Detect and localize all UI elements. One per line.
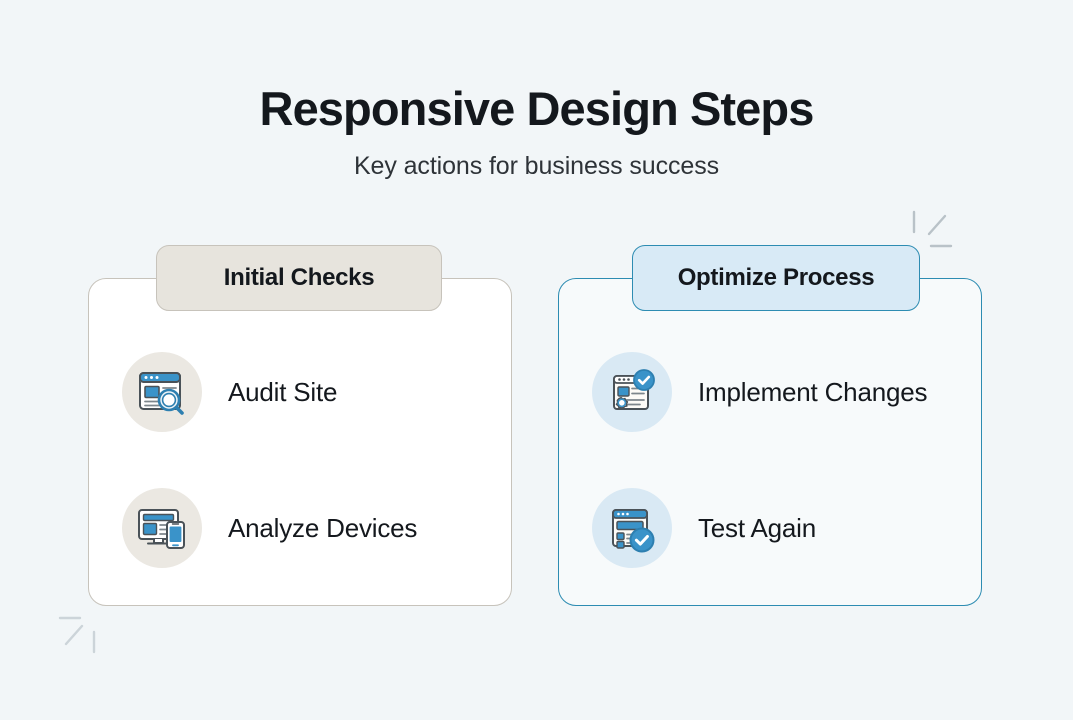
sparkle-top-right-icon xyxy=(903,208,955,261)
monitor-phone-icon xyxy=(122,488,202,568)
list-item-label: Test Again xyxy=(698,512,816,543)
page-title: Responsive Design Steps xyxy=(259,82,815,135)
header-block: Responsive Design Steps Key actions for … xyxy=(0,82,1073,181)
list-item[interactable]: Audit Site xyxy=(122,352,337,432)
card-header-optimize-process[interactable]: Optimize Process xyxy=(632,245,920,311)
list-item[interactable]: Analyze Devices xyxy=(122,488,417,568)
list-item-label: Analyze Devices xyxy=(228,512,418,543)
page-subtitle: Key actions for business success xyxy=(353,151,720,180)
document-check-gear-icon xyxy=(592,352,672,432)
card-header-initial-checks[interactable]: Initial Checks xyxy=(156,245,442,311)
form-checkmark-icon xyxy=(592,488,672,568)
list-item-label: Audit Site xyxy=(228,376,338,407)
list-item-label: Implement Changes xyxy=(698,376,928,407)
browser-magnifier-icon xyxy=(122,352,202,432)
sparkle-bottom-left-icon xyxy=(52,610,104,663)
list-item[interactable]: Implement Changes xyxy=(592,352,927,432)
list-item[interactable]: Test Again xyxy=(592,488,816,568)
